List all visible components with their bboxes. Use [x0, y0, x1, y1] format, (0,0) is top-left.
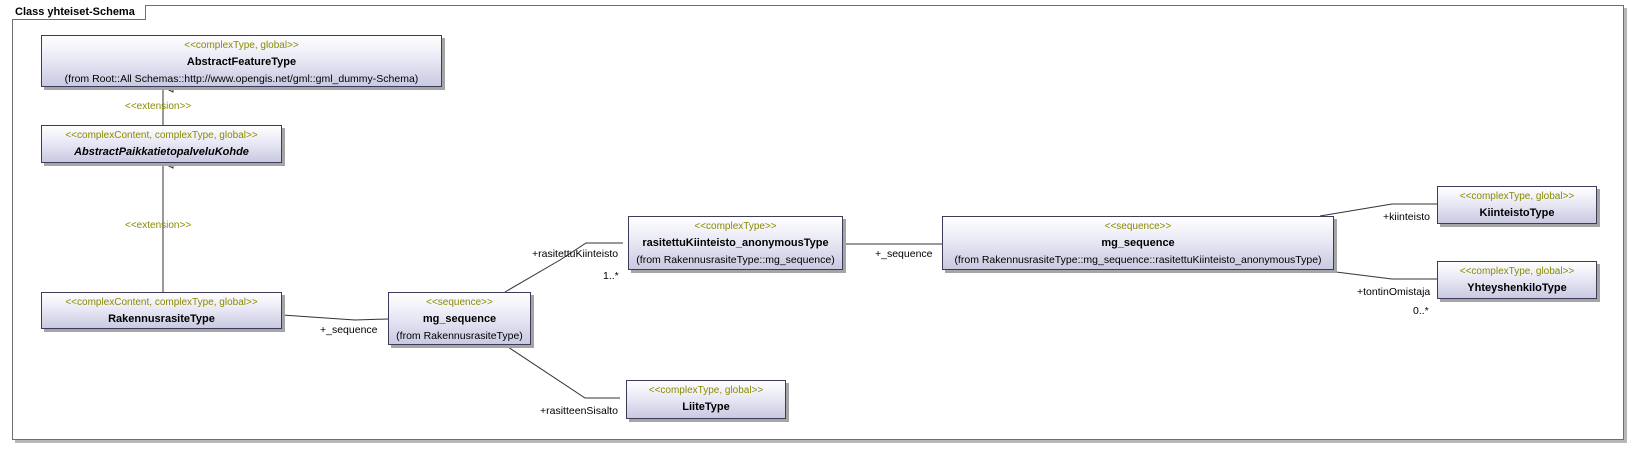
class-rasitettu-kiinteisto-anonymous-type[interactable]: <<complexType>> rasitettuKiinteisto_anon…	[628, 216, 843, 270]
class-liite-type[interactable]: <<complexType, global>> LiiteType	[626, 380, 786, 419]
class-abstract-feature-type[interactable]: <<complexType, global>> AbstractFeatureT…	[41, 35, 442, 87]
class-name: mg_sequence	[1101, 237, 1175, 249]
stereotype-label: <<complexType, global>>	[184, 40, 299, 51]
assoc-rasitteen	[504, 344, 620, 399]
role-label-rasitteen-sisalto: +rasitteenSisalto	[540, 405, 618, 417]
extension-label-2: <<extension>>	[125, 220, 192, 231]
stereotype-label: <<sequence>>	[426, 297, 493, 308]
class-abstract-paikkatietopalvelu-kohde[interactable]: <<complexContent, complexType, global>> …	[41, 125, 282, 163]
diagram-frame-title: Class yhteiset-Schema	[12, 5, 146, 20]
class-origin: (from RakennusrasiteType::mg_sequence::r…	[954, 254, 1322, 266]
assoc-sequence-1	[281, 314, 389, 321]
class-mg-sequence-2[interactable]: <<sequence>> mg_sequence (from Rakennusr…	[942, 216, 1334, 270]
class-name: KiinteistoType	[1479, 207, 1555, 219]
multiplicity-label-rasitettu: 1..*	[603, 270, 619, 282]
class-origin: (from RakennusrasiteType)	[396, 330, 523, 342]
extension-label-1: <<extension>>	[125, 101, 192, 112]
role-label-rasitettu-kiinteisto: +rasitettuKiinteisto	[532, 248, 619, 260]
role-label-sequence-1: +_sequence	[320, 324, 378, 336]
class-origin: (from Root::All Schemas::http://www.open…	[64, 73, 419, 85]
stereotype-label: <<complexType, global>>	[1459, 266, 1575, 277]
stereotype-label: <<complexType, global>>	[1459, 191, 1575, 202]
assoc-tontin	[1319, 269, 1437, 280]
class-name: YhteyshenkiloType	[1467, 282, 1567, 294]
class-origin: (from RakennusrasiteType::mg_sequence)	[636, 254, 835, 266]
role-label-tontin-omistaja: +tontinOmistaja	[1357, 286, 1431, 298]
stereotype-label: <<complexContent, complexType, global>>	[65, 130, 258, 141]
class-name: LiiteType	[682, 401, 730, 413]
class-name: AbstractPaikkatietopalveluKohde	[74, 146, 249, 158]
assoc-kiinteisto	[1319, 203, 1437, 217]
attribute-compartment	[42, 328, 281, 334]
role-label-sequence-2: +_sequence	[875, 248, 933, 260]
class-kiinteisto-type[interactable]: <<complexType, global>> KiinteistoType	[1437, 186, 1597, 224]
stereotype-label: <<complexType, global>>	[648, 385, 764, 396]
stereotype-label: <<complexContent, complexType, global>>	[65, 297, 258, 308]
stereotype-label: <<complexType>>	[694, 221, 777, 232]
class-mg-sequence-1[interactable]: <<sequence>> mg_sequence (from Rakennusr…	[388, 292, 531, 345]
class-yhteyshenkilo-type[interactable]: <<complexType, global>> YhteyshenkiloTyp…	[1437, 261, 1597, 299]
assoc-rasitettu	[504, 242, 623, 293]
stereotype-label: <<sequence>>	[1104, 221, 1172, 232]
class-name: rasitettuKiinteisto_anonymousType	[642, 237, 829, 249]
role-label-kiinteisto: +kiinteisto	[1383, 211, 1430, 223]
class-name: AbstractFeatureType	[186, 56, 297, 68]
class-rakennusrasite-type[interactable]: <<complexContent, complexType, global>> …	[41, 292, 282, 329]
multiplicity-label-tontin: 0..*	[1413, 305, 1429, 317]
class-name: mg_sequence	[422, 313, 497, 325]
class-name: RakennusrasiteType	[108, 313, 215, 325]
